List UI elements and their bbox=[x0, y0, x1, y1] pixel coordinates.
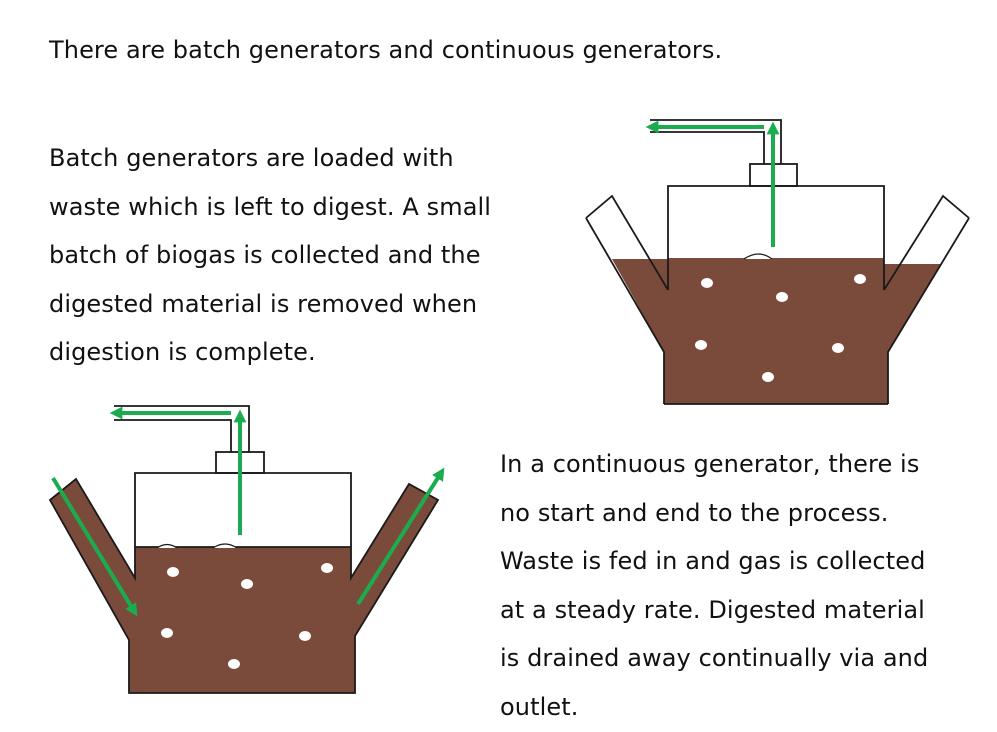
batch-line: Batch generators are loaded with bbox=[49, 144, 454, 172]
batch-slurry bbox=[612, 258, 941, 404]
continuous-line: outlet. bbox=[500, 692, 579, 721]
particle bbox=[241, 579, 253, 589]
batch-generator bbox=[585, 119, 970, 405]
particle bbox=[167, 567, 179, 577]
particle bbox=[321, 563, 333, 573]
particle bbox=[701, 278, 713, 288]
batch-line: batch of biogas is collected and the bbox=[49, 241, 481, 269]
continuous-particles bbox=[161, 563, 333, 669]
batch-particles bbox=[695, 274, 866, 382]
particle bbox=[228, 659, 240, 669]
material-out-arrow bbox=[356, 467, 445, 606]
batch-right-pipe bbox=[883, 194, 970, 404]
continuous-description: In a continuous generator, there is no s… bbox=[500, 440, 928, 731]
batch-line: waste which is left to digest. A small bbox=[49, 192, 492, 221]
continuous-line: no start and end to the process. bbox=[500, 498, 889, 527]
batch-tank-outline bbox=[664, 185, 888, 405]
particle bbox=[854, 274, 866, 284]
batch-line: digestion is complete. bbox=[49, 338, 316, 366]
batch-gas-pipe bbox=[650, 119, 782, 164]
continuous-surface-bubble bbox=[212, 543, 238, 549]
continuous-line: Waste is fed in and gas is collected bbox=[500, 547, 926, 575]
intro-text: There are batch generators and continuou… bbox=[49, 36, 723, 64]
particle bbox=[161, 628, 173, 638]
waste-in-arrow bbox=[51, 476, 138, 617]
continuous-generator bbox=[48, 405, 445, 694]
continuous-surface-bubble bbox=[156, 543, 178, 549]
continuous-line: at a steady rate. Digested material bbox=[500, 595, 925, 624]
particle bbox=[299, 631, 311, 641]
continuous-line: is drained away continually via and bbox=[500, 644, 929, 672]
batch-surface-bubble bbox=[743, 253, 773, 260]
continuous-tank-outline bbox=[134, 472, 352, 547]
particle bbox=[832, 343, 844, 353]
batch-left-pipe bbox=[585, 194, 669, 404]
particle bbox=[762, 372, 774, 382]
particle bbox=[695, 340, 707, 350]
batch-line: digested material is removed when bbox=[49, 289, 478, 318]
continuous-gas-pipe bbox=[114, 405, 250, 452]
continuous-line: In a continuous generator, there is bbox=[500, 450, 920, 478]
batch-description: Batch generators are loaded with waste w… bbox=[49, 134, 491, 377]
particle bbox=[776, 292, 788, 302]
